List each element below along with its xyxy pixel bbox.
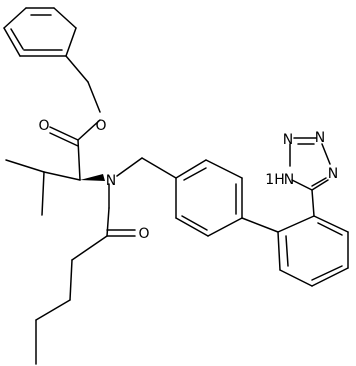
bond bbox=[3, 27, 21, 57]
bond bbox=[10, 28, 24, 50]
bond bbox=[53, 7, 77, 29]
lower-phenyl-ring bbox=[277, 215, 349, 287]
benzylic-linker bbox=[116, 157, 177, 179]
biaryl-bond bbox=[241, 217, 279, 233]
tetrazole-nh-label: 1H bbox=[265, 172, 284, 188]
bond bbox=[175, 159, 207, 179]
bond bbox=[141, 157, 177, 179]
tetrazole-n2-label: N bbox=[283, 132, 293, 148]
bond bbox=[49, 132, 79, 147]
bond bbox=[49, 126, 79, 141]
bond bbox=[181, 215, 208, 231]
bond bbox=[106, 207, 110, 237]
benzyl-ring bbox=[3, 7, 77, 57]
bond bbox=[43, 171, 81, 181]
tetrazole-n4-label: N bbox=[328, 166, 338, 182]
ester-carbonyl-oxygen-label: O bbox=[38, 118, 49, 134]
bond bbox=[71, 235, 108, 261]
bond bbox=[311, 267, 349, 287]
bond bbox=[321, 143, 331, 165]
bond bbox=[69, 259, 73, 301]
tetrazole-n3-label: N bbox=[315, 130, 325, 146]
bond bbox=[311, 179, 329, 191]
bond bbox=[311, 177, 327, 187]
tetrazole-ring bbox=[289, 137, 331, 191]
amide-nitrogen-label: N bbox=[106, 173, 116, 189]
amide-group bbox=[35, 183, 136, 365]
bond bbox=[205, 159, 243, 179]
bond bbox=[291, 179, 313, 191]
bond bbox=[65, 27, 77, 57]
ester-bridge-oxygen-label: O bbox=[95, 118, 106, 134]
bond bbox=[279, 269, 313, 287]
bond bbox=[5, 159, 45, 173]
bond bbox=[277, 215, 315, 233]
bond bbox=[313, 215, 349, 233]
aryl-tetrazole-bond bbox=[311, 189, 315, 217]
bond bbox=[317, 222, 343, 236]
bond bbox=[87, 81, 101, 113]
bond bbox=[41, 171, 45, 216]
bond bbox=[285, 235, 289, 267]
bond bbox=[35, 299, 71, 321]
bond bbox=[3, 7, 27, 29]
central-phenyl-ring bbox=[175, 159, 243, 237]
bond bbox=[311, 265, 343, 281]
tetrazole-n1-label: N bbox=[284, 172, 294, 188]
bond bbox=[207, 217, 243, 237]
bond bbox=[277, 231, 281, 271]
bond bbox=[77, 139, 81, 181]
bond bbox=[175, 217, 209, 237]
bond bbox=[116, 157, 143, 177]
amide-oxygen-label: O bbox=[138, 226, 149, 242]
bond bbox=[77, 119, 101, 141]
bond bbox=[65, 55, 89, 83]
bond bbox=[183, 167, 207, 181]
isopropyl-group bbox=[5, 159, 81, 216]
wedge-bond bbox=[80, 174, 105, 181]
ester-linkage bbox=[49, 55, 101, 181]
